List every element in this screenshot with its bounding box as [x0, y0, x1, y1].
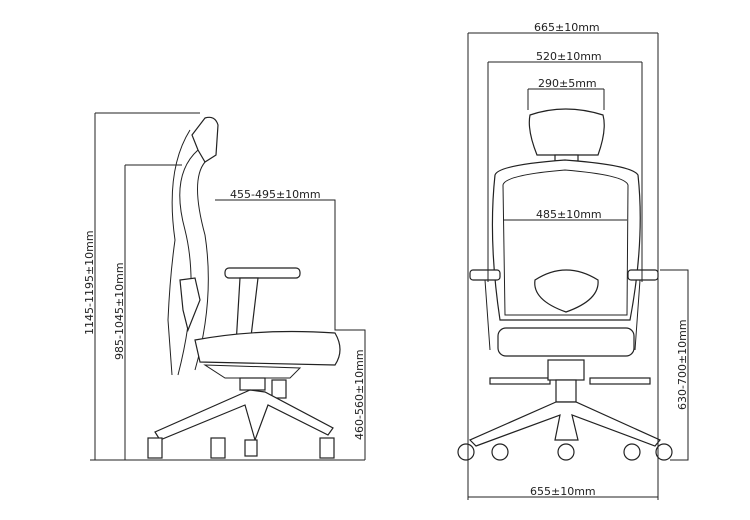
- caster: [457, 443, 475, 461]
- armrest-left: [469, 269, 501, 281]
- caster: [147, 437, 163, 459]
- backrest-front: [491, 159, 641, 321]
- caster: [491, 443, 509, 461]
- armrest-right: [627, 269, 659, 281]
- overall-height-label: 1145-1195±10mm: [83, 230, 96, 335]
- seat-depth-label: 455-495±10mm: [230, 188, 321, 201]
- base-side: [154, 389, 334, 442]
- back-height-label: 985-1045±10mm: [113, 262, 126, 360]
- caster: [210, 437, 226, 459]
- inner-back-width-label: 485±10mm: [536, 208, 602, 221]
- front-view-chair: [457, 108, 673, 461]
- base-front: [468, 401, 661, 447]
- seat-side: [194, 330, 341, 366]
- front-view-dimensions: [467, 32, 689, 500]
- overall-width-label: 665±10mm: [534, 21, 600, 34]
- side-view-dimensions: [90, 112, 366, 461]
- back-width-label: 520±10mm: [536, 50, 602, 63]
- armrest-height-label: 630-700±10mm: [676, 319, 689, 410]
- caster: [623, 443, 641, 461]
- seat-height-label: 460-560±10mm: [353, 349, 366, 440]
- headrest-side: [191, 116, 219, 163]
- headrest-front: [528, 108, 605, 156]
- side-view-chair: [147, 116, 341, 459]
- base-width-label: 655±10mm: [530, 485, 596, 498]
- armrest-side: [224, 267, 301, 279]
- seat-front: [497, 327, 635, 357]
- caster: [319, 437, 335, 459]
- headrest-width-label: 290±5mm: [538, 77, 597, 90]
- backrest-front: [177, 149, 199, 376]
- caster: [655, 443, 673, 461]
- caster: [557, 443, 575, 461]
